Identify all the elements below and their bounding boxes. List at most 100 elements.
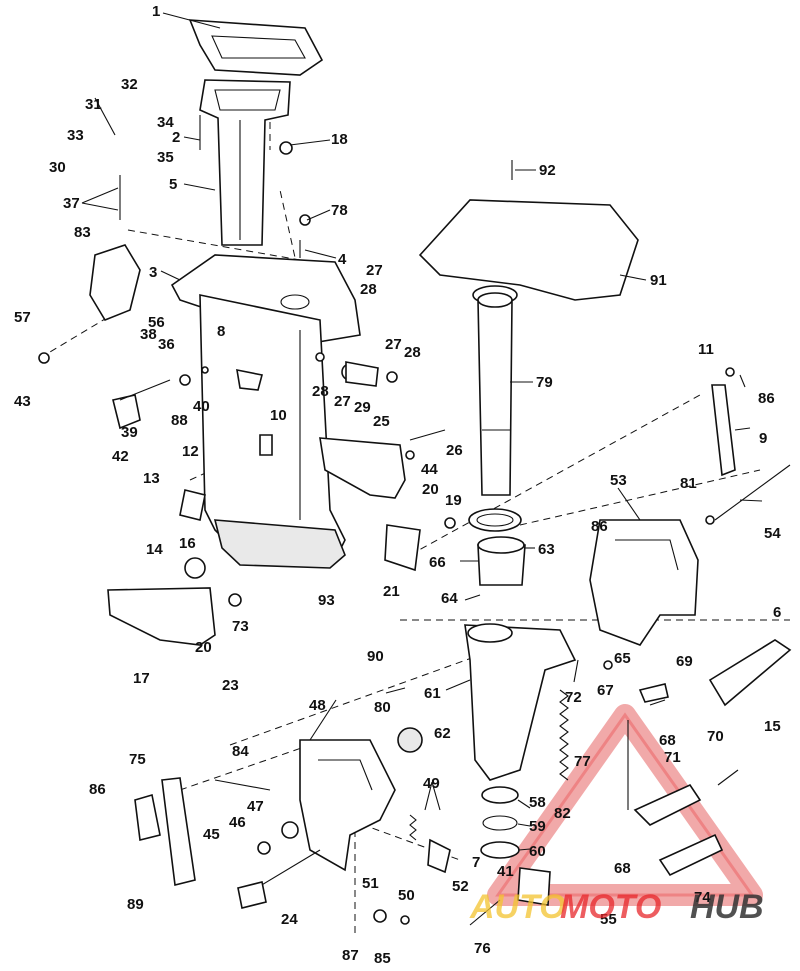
label-92: 92 [539, 162, 556, 179]
part-rod-54 [714, 464, 791, 521]
part-rings-58-59-60 [480, 786, 520, 859]
label-18: 18 [331, 131, 348, 148]
label-50: 50 [398, 887, 415, 904]
label-46: 46 [229, 814, 246, 831]
part-knob-80 [397, 727, 423, 753]
part-plate-6 [708, 639, 792, 707]
label-73: 73 [232, 618, 249, 635]
part-link-9 [711, 384, 736, 477]
label-89: 89 [127, 896, 144, 913]
part-ring-63 [468, 508, 522, 532]
svg-text:MOTO: MOTO [560, 888, 661, 926]
part-clamp-bracket-48 [299, 739, 396, 872]
label-28c: 28 [312, 383, 329, 400]
part-gasket-1 [188, 19, 324, 76]
part-link-89 [161, 777, 196, 886]
label-1: 1 [152, 3, 160, 20]
part-swivel-bracket-61 [464, 623, 577, 781]
label-57: 57 [14, 309, 31, 326]
label-9: 9 [759, 430, 767, 447]
label-51: 51 [362, 875, 379, 892]
svg-text:HUB: HUB [690, 888, 764, 926]
callout-labels: 1 2 3 4 5 6 7 8 9 10 11 12 13 14 15 16 1… [14, 3, 781, 967]
label-80: 80 [374, 699, 391, 716]
label-74: 74 [694, 889, 711, 906]
label-79: 79 [536, 374, 553, 391]
label-21: 21 [383, 583, 400, 600]
label-20a: 20 [422, 481, 439, 498]
label-49: 49 [423, 775, 440, 792]
label-3: 3 [149, 264, 157, 281]
label-30: 30 [49, 159, 66, 176]
part-spring-82 [559, 689, 569, 781]
svg-text:AUTO: AUTO [469, 888, 566, 926]
part-bushing-66 [477, 536, 526, 586]
label-68a: 68 [659, 732, 676, 749]
part-cover-25 [319, 437, 406, 499]
label-58: 58 [529, 794, 546, 811]
label-69: 69 [676, 653, 693, 670]
part-screw-fasteners [119, 115, 739, 926]
label-13: 13 [143, 470, 160, 487]
label-4: 4 [338, 251, 347, 268]
label-68b: 68 [614, 860, 631, 877]
label-53: 53 [610, 472, 627, 489]
label-7: 7 [472, 854, 480, 871]
label-59: 59 [529, 818, 546, 835]
label-32: 32 [121, 76, 138, 93]
leader-lines [81, 12, 763, 851]
label-65: 65 [614, 650, 631, 667]
label-77: 77 [574, 753, 591, 770]
label-78: 78 [331, 202, 348, 219]
label-31: 31 [85, 96, 102, 113]
label-91: 91 [650, 272, 667, 289]
part-driveshaft-housing-93 [199, 294, 346, 569]
label-24: 24 [281, 911, 298, 928]
label-6: 6 [773, 604, 781, 621]
label-75: 75 [129, 751, 146, 768]
label-35: 35 [157, 149, 174, 166]
label-56: 56 [148, 314, 165, 331]
label-44: 44 [421, 461, 438, 478]
label-70: 70 [707, 728, 724, 745]
label-15: 15 [764, 718, 781, 735]
label-86b: 86 [591, 518, 608, 535]
watermark-text: AUTO MOTO HUB [469, 888, 764, 926]
label-90: 90 [367, 648, 384, 665]
label-14: 14 [146, 541, 163, 558]
label-84: 84 [232, 743, 249, 760]
label-37: 37 [63, 195, 80, 212]
label-26: 26 [446, 442, 463, 459]
label-27b: 27 [385, 336, 402, 353]
label-86c: 86 [89, 781, 106, 798]
label-45: 45 [203, 826, 220, 843]
label-34: 34 [157, 114, 174, 131]
part-small-parts [38, 141, 735, 925]
label-88: 88 [171, 412, 188, 429]
label-55: 55 [600, 911, 617, 928]
label-81: 81 [680, 475, 697, 492]
label-93: 93 [318, 592, 335, 609]
part-clamp-bracket-53 [589, 519, 699, 646]
label-66: 66 [429, 554, 446, 571]
label-23: 23 [222, 677, 239, 694]
label-29: 29 [354, 399, 371, 416]
label-38: 38 [140, 326, 157, 343]
label-20b: 20 [195, 639, 212, 656]
label-36: 36 [158, 336, 175, 353]
label-25: 25 [373, 413, 390, 430]
label-86a: 86 [758, 390, 775, 407]
label-12: 12 [182, 443, 199, 460]
label-27c: 27 [334, 393, 351, 410]
label-16: 16 [179, 535, 196, 552]
label-61: 61 [424, 685, 441, 702]
label-62: 62 [434, 725, 451, 742]
label-11: 11 [698, 341, 714, 358]
label-5: 5 [169, 176, 177, 193]
label-19: 19 [445, 492, 462, 509]
label-33: 33 [67, 127, 84, 144]
part-exhaust-housing-5 [199, 79, 291, 246]
part-cover-17 [107, 587, 216, 646]
label-48: 48 [309, 697, 326, 714]
